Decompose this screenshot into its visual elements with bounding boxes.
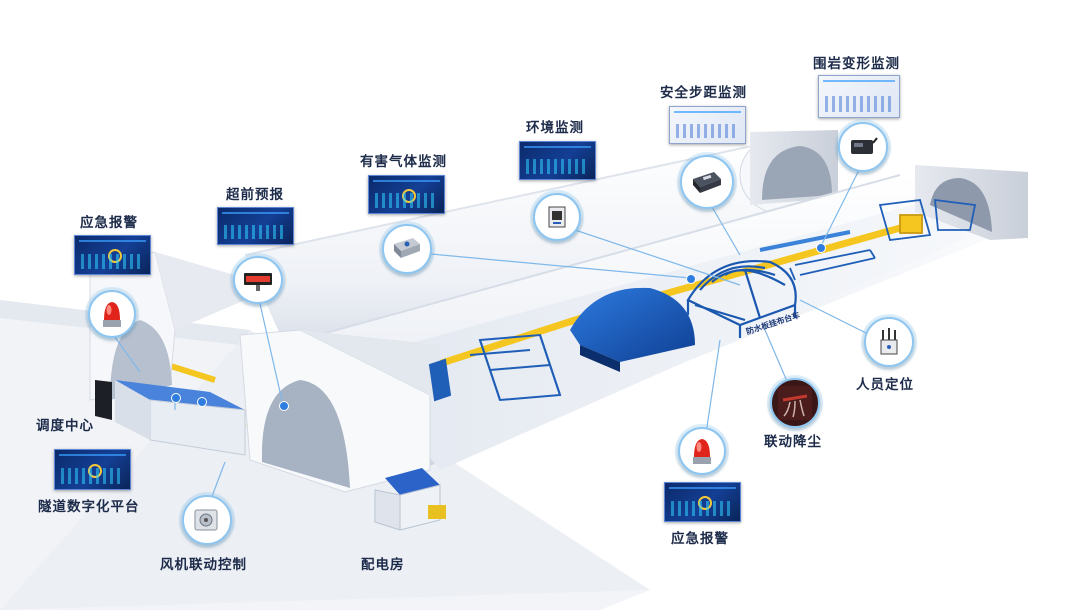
label-harmful-gas: 有害气体监测 <box>360 154 447 170</box>
label-advance-forecast: 超前预报 <box>226 187 284 203</box>
label-rock-deformation: 围岩变形监测 <box>813 56 900 72</box>
label-emergency-alarm-right: 应急报警 <box>671 531 729 547</box>
digital-platform-screen <box>54 449 131 490</box>
spray-nozzle-icon <box>778 386 812 420</box>
deformation-sensor-icon <box>851 137 878 154</box>
safe-step-sensor-device <box>680 155 734 209</box>
label-digital-platform: 隧道数字化平台 <box>38 499 140 515</box>
steel-frames <box>428 333 562 402</box>
upper-portal <box>750 130 838 205</box>
gas-detector-device <box>382 224 432 274</box>
fan-unit-device <box>182 495 232 545</box>
locator-antenna-icon <box>880 328 898 355</box>
dust-spray-device <box>770 378 820 428</box>
rock-deformation-sensor-device <box>838 122 888 172</box>
label-linked-dust: 联动降尘 <box>764 434 822 450</box>
connector-dot <box>686 274 696 284</box>
environment-sensor-icon <box>548 206 566 228</box>
led-display-icon <box>244 273 272 291</box>
emergency-alarm-left-screen <box>74 235 151 275</box>
connector-dot <box>816 243 826 253</box>
fan-unit-icon <box>194 509 218 531</box>
dispatch-center-building <box>95 380 246 456</box>
environment-screen <box>519 141 596 180</box>
connector-dot <box>279 401 289 411</box>
label-personnel-location: 人员定位 <box>856 377 914 393</box>
power-room-building <box>374 468 446 531</box>
label-fan-control: 风机联动控制 <box>160 557 247 573</box>
advance-forecast-screen <box>217 207 294 245</box>
alarm-beacon-right <box>678 427 726 475</box>
rear-equipment <box>789 198 977 281</box>
blue-cable <box>759 230 851 252</box>
environment-sensor-device <box>533 193 581 241</box>
harmful-gas-screen <box>368 175 445 214</box>
emergency-alarm-right-screen <box>664 482 741 522</box>
label-emergency-alarm-left: 应急报警 <box>80 215 138 231</box>
left-portal <box>89 251 245 401</box>
forecast-display-device <box>233 256 283 304</box>
shield-trolley <box>570 287 695 372</box>
rock-deformation-screen <box>818 75 900 118</box>
gas-detector-icon <box>394 238 420 258</box>
personnel-locator-device <box>864 317 914 367</box>
radar-sensor-icon <box>693 172 721 193</box>
safe-step-screen <box>669 106 746 144</box>
connector-dot <box>197 397 207 407</box>
connector-dot <box>171 393 181 403</box>
label-power-room: 配电房 <box>361 557 405 573</box>
alarm-beacon-left <box>88 290 136 338</box>
label-safe-step: 安全步距监测 <box>660 85 747 101</box>
far-portal <box>915 165 1028 240</box>
label-environment: 环境监测 <box>526 120 584 136</box>
waterproof-trolley <box>686 260 797 338</box>
red-beacon-icon <box>103 302 121 327</box>
label-dispatch-center: 调度中心 <box>36 418 94 434</box>
red-beacon-icon <box>693 439 711 464</box>
